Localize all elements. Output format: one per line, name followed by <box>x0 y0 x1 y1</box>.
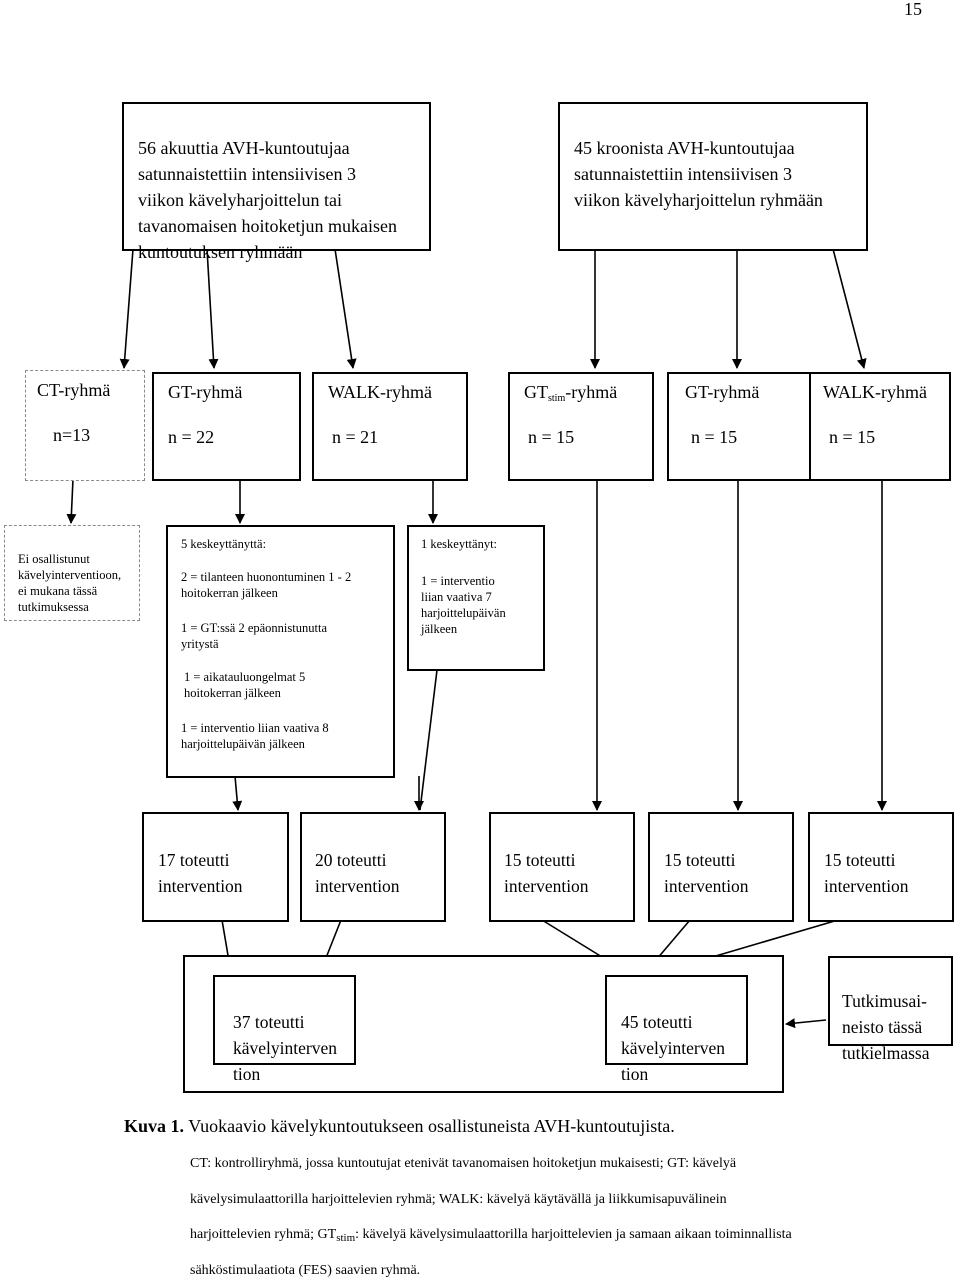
caption-text: Vuokaavio kävelykuntoutukseen osallistun… <box>184 1116 675 1136</box>
group-walk2-name: WALK-ryhmä <box>823 382 927 402</box>
completed-text-2: 20 toteutti intervention <box>315 850 400 896</box>
completed-text-1: 17 toteutti intervention <box>158 850 243 896</box>
group-walk-n: n = 21 <box>332 427 379 447</box>
completed-box-5: 15 toteutti intervention <box>808 812 954 922</box>
arrow-walkdrop-completed <box>419 669 438 811</box>
group-ct-box: CT-ryhmä n=13 <box>25 370 145 481</box>
group-walk-box: WALK-ryhmä n = 21 <box>312 372 468 481</box>
chronic-patients-box: 45 kroonista AVH-kuntoutujaa satunnaiste… <box>558 102 868 251</box>
caption-label: Kuva 1. <box>124 1116 185 1136</box>
arrow-gt-completed <box>232 775 243 811</box>
completed-text-3: 15 toteutti intervention <box>504 850 589 896</box>
total-acute-text: 37 toteutti kävelyinterven tion <box>233 1012 337 1084</box>
page-number: 15 <box>904 0 922 19</box>
study-sample-text: Tutkimusai- neisto tässä tutkielmassa <box>842 991 930 1063</box>
arrow-acute-walk <box>334 248 357 369</box>
group-gt2-n: n = 15 <box>691 427 738 447</box>
total-acute-box: 37 toteutti kävelyinterven tion <box>213 975 356 1084</box>
chronic-patients-text: 45 kroonista AVH-kuntoutujaa satunnaiste… <box>574 138 823 210</box>
group-walk-name: WALK-ryhmä <box>328 382 432 402</box>
arrow-acute-gt <box>206 248 219 369</box>
completed-text-5: 15 toteutti intervention <box>824 850 909 896</box>
acute-patients-text: 56 akuuttia AVH-kuntoutujaa satunnaistet… <box>138 138 397 262</box>
arrow-acute-ct <box>119 248 134 369</box>
group-gtstim-n: n = 15 <box>528 427 575 447</box>
group-gt-box: GT-ryhmä n = 22 <box>152 372 301 481</box>
completed-box-2: 20 toteutti intervention <box>300 812 446 922</box>
walk-dropout-item: 1 = interventio liian vaativa 7 harjoitt… <box>421 574 506 636</box>
gt-dropout-item-4: 1 = interventio liian vaativa 8 harjoitt… <box>181 721 329 751</box>
study-sample-box: Tutkimusai- neisto tässä tutkielmassa <box>828 956 953 1063</box>
group-ct-n: n=13 <box>53 425 91 445</box>
legend-line-2: kävelysimulaattorilla harjoittelevien ry… <box>190 1192 727 1207</box>
ct-dropout-text: Ei osallistunut kävelyinterventioon, ei … <box>18 552 122 614</box>
group-gt2-box: GT-ryhmä n = 15 <box>667 372 813 481</box>
gt-dropout-item-1: 2 = tilanteen huonontuminen 1 - 2 hoitok… <box>181 570 352 600</box>
gt-dropout-item-2: 1 = GT:ssä 2 epäonnistunutta yritystä <box>181 621 327 651</box>
group-ct-name: CT-ryhmä <box>37 380 111 400</box>
completed-box-3: 15 toteutti intervention <box>489 812 635 922</box>
group-gt-n: n = 22 <box>168 427 215 447</box>
walk-dropout-box: 1 keskeyttänyt: 1 = interventio liian va… <box>407 525 545 671</box>
walk-dropout-title: 1 keskeyttänyt: <box>421 537 498 551</box>
legend-line-3: harjoittelevien ryhmä; GTstim: kävelyä k… <box>190 1227 792 1244</box>
gt-dropout-box: 5 keskeyttänyttä: 2 = tilanteen huonontu… <box>166 525 395 778</box>
figure-caption: Kuva 1. Vuokaavio kävelykuntoutukseen os… <box>124 1116 675 1137</box>
group-walk2-n: n = 15 <box>829 427 876 447</box>
group-gt2-name: GT-ryhmä <box>685 382 760 402</box>
arrow-ct-dropout <box>66 478 77 524</box>
legend-line-4: sähköstimulaatiota (FES) saavien ryhmä. <box>190 1263 421 1278</box>
completed-box-1: 17 toteutti intervention <box>142 812 289 922</box>
group-gtstim-name: GTstim-ryhmä <box>524 382 618 404</box>
completed-box-4: 15 toteutti intervention <box>648 812 794 922</box>
acute-patients-box: 56 akuuttia AVH-kuntoutujaa satunnaistet… <box>122 102 431 262</box>
gt-dropout-title: 5 keskeyttänyttä: <box>181 537 267 551</box>
group-gtstim-box: GTstim-ryhmä n = 15 <box>508 372 654 481</box>
ct-dropout-box: Ei osallistunut kävelyinterventioon, ei … <box>4 525 140 621</box>
legend-line-1: CT: kontrolliryhmä, jossa kuntoutujat et… <box>190 1156 737 1171</box>
group-walk2-box: WALK-ryhmä n = 15 <box>809 372 951 481</box>
completed-text-4: 15 toteutti intervention <box>664 850 749 896</box>
total-chronic-box: 45 toteutti kävelyinterven tion <box>605 975 748 1084</box>
arrow-chronic-walk <box>832 248 867 369</box>
arrow-sample-frame <box>785 1018 827 1029</box>
group-gt-name: GT-ryhmä <box>168 382 243 402</box>
gt-dropout-item-3: 1 = aikatauluongelmat 5 hoitokerran jälk… <box>184 670 306 700</box>
total-chronic-text: 45 toteutti kävelyinterven tion <box>621 1012 725 1084</box>
